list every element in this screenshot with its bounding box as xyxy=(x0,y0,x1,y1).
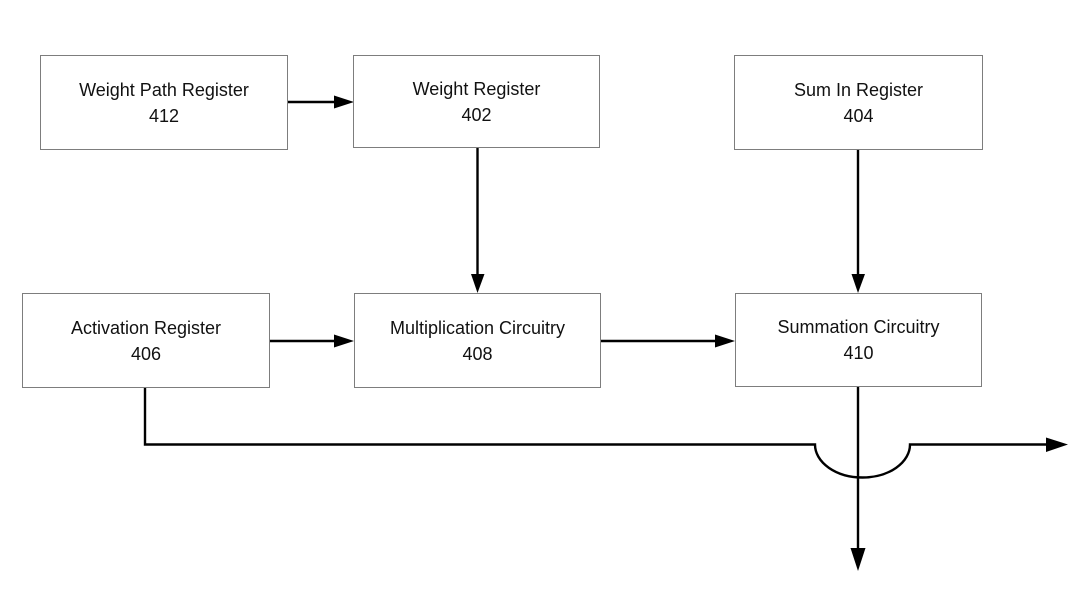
node-ref: 410 xyxy=(843,343,874,363)
node-label: Weight Path Register xyxy=(79,79,249,100)
node-activation-register: Activation Register 406 xyxy=(22,293,270,388)
node-ref: 406 xyxy=(130,343,162,364)
node-label: Multiplication Circuitry xyxy=(389,317,566,338)
node-ref: 404 xyxy=(843,105,874,126)
arrowhead-summation-top xyxy=(851,274,865,293)
node-sum-in-register: Sum In Register 404 xyxy=(734,55,983,150)
arrowhead-output-right xyxy=(1046,437,1068,452)
node-summation-circuitry: Summation Circuitry 410 xyxy=(735,293,982,387)
arrowhead-output-bottom xyxy=(850,548,866,571)
node-label: Sum In Register xyxy=(793,79,924,100)
node-ref: 402 xyxy=(461,104,492,125)
node-label: Summation Circuitry xyxy=(777,317,940,337)
node-weight-register: Weight Register 402 xyxy=(353,55,600,148)
node-ref: 408 xyxy=(462,343,493,364)
arrowhead-summation-left xyxy=(715,334,735,348)
node-label: Weight Register xyxy=(412,78,541,99)
arrowhead-weight-register xyxy=(334,95,354,109)
node-multiplication-circuitry: Multiplication Circuitry 408 xyxy=(354,293,601,388)
node-label: Activation Register xyxy=(70,317,222,338)
arrowhead-multiplication-top xyxy=(471,274,485,293)
arrowhead-multiplication-left xyxy=(334,334,354,348)
node-weight-path-register: Weight Path Register 412 xyxy=(40,55,288,150)
edge-activation-to-output-right xyxy=(143,388,1048,479)
node-ref: 412 xyxy=(148,105,180,126)
